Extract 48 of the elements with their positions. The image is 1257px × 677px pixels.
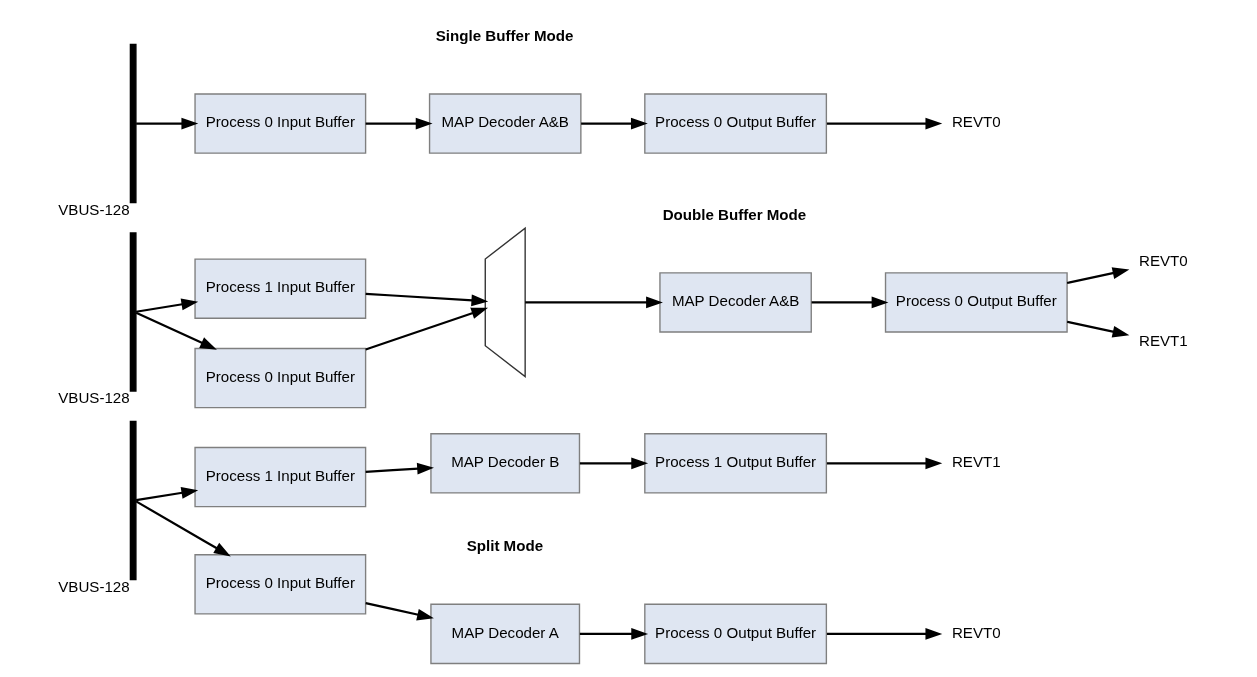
- node-label: VBUS-128: [57, 389, 130, 407]
- arrow: [826, 117, 942, 130]
- node-box: Process 1 Output Buffer: [643, 433, 827, 494]
- arrow: [135, 500, 231, 557]
- node-text: REVT0: [951, 623, 1001, 641]
- arrow: [826, 628, 942, 640]
- arrow: [364, 307, 488, 351]
- arrow: [811, 296, 888, 309]
- arrow: [579, 628, 648, 640]
- node-box: MAP Decoder A&B: [428, 93, 582, 154]
- node-box: Process 1 Input Buffer: [193, 258, 366, 319]
- node-box: MAP Decoder A: [429, 603, 580, 665]
- node-box: Process 0 Input Buffer: [193, 347, 366, 409]
- node-text: REVT1: [1138, 332, 1188, 350]
- arrow: [579, 457, 648, 470]
- arrow: [135, 117, 198, 130]
- label: Single Buffer Mode: [435, 26, 573, 44]
- label: Double Buffer Mode: [662, 205, 806, 223]
- arrow: [826, 457, 942, 470]
- arrow: [364, 602, 434, 621]
- arrow: [580, 117, 648, 130]
- arrow: [135, 487, 198, 502]
- node-trapezoid: [484, 226, 526, 379]
- node-bar: [129, 232, 137, 392]
- node-bar: [129, 420, 137, 581]
- node-box: MAP Decoder A&B: [658, 272, 812, 333]
- node-box: Process 0 Input Buffer: [193, 554, 366, 615]
- node-text: REVT0: [1138, 252, 1188, 270]
- node-box: Process 0 Output Buffer: [643, 93, 827, 154]
- arrow: [365, 117, 433, 130]
- arrow: [1066, 320, 1129, 338]
- arrow: [524, 296, 663, 309]
- node-box: Process 1 Input Buffer: [193, 446, 366, 508]
- node-text: REVT0: [951, 113, 1001, 131]
- arrow: [365, 462, 434, 475]
- node-text: REVT1: [951, 453, 1001, 471]
- node-label: VBUS-128: [57, 200, 130, 218]
- arrow: [1066, 267, 1129, 285]
- arrow: [365, 292, 488, 307]
- arrow: [135, 298, 198, 313]
- node-box: Process 0 Output Buffer: [884, 272, 1068, 333]
- node-bar: [129, 43, 137, 204]
- node-label: VBUS-128: [57, 577, 130, 595]
- node-box: Process 0 Output Buffer: [643, 603, 827, 665]
- node-box: MAP Decoder B: [429, 433, 580, 494]
- node-box: Process 0 Input Buffer: [193, 93, 366, 154]
- arrow: [135, 311, 217, 350]
- label: Split Mode: [466, 537, 543, 555]
